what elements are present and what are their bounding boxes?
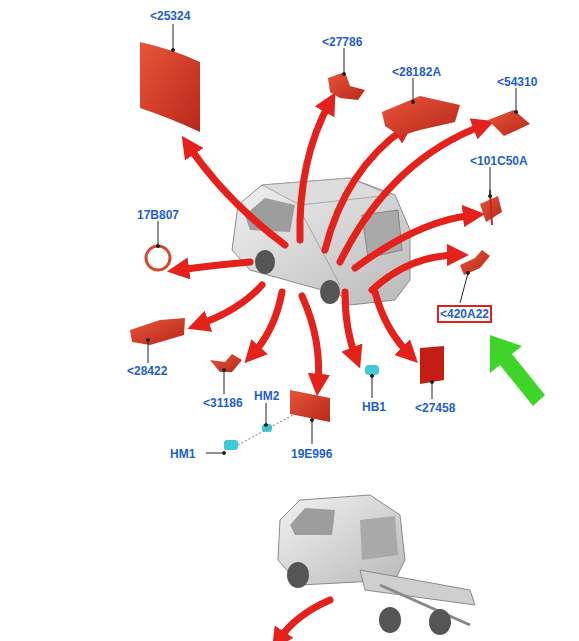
callout-number: <28422: [127, 364, 167, 378]
callout-number: HB1: [362, 400, 386, 414]
callout-number: <54310: [497, 75, 537, 89]
direction-arrows: [178, 102, 484, 641]
callout-number: <101C50A: [470, 154, 528, 168]
callout-number: <27458: [415, 401, 455, 415]
highlighted-callout-box: <420A22: [437, 305, 492, 323]
parts: [130, 42, 530, 450]
callout-number: <31186: [203, 396, 243, 410]
green-pointer-arrow: [490, 335, 545, 406]
callout-number: <27786: [322, 35, 362, 49]
callout-number: HM1: [170, 447, 195, 461]
callout-number: <420A22: [440, 307, 489, 321]
leader-lines: [147, 24, 518, 455]
callout-number: <28182A: [392, 65, 441, 79]
callout-number: 19E996: [291, 447, 332, 461]
callout-number: HM2: [254, 389, 279, 403]
callout-number: <25324: [150, 9, 190, 23]
callout-number: 17B807: [137, 208, 179, 222]
